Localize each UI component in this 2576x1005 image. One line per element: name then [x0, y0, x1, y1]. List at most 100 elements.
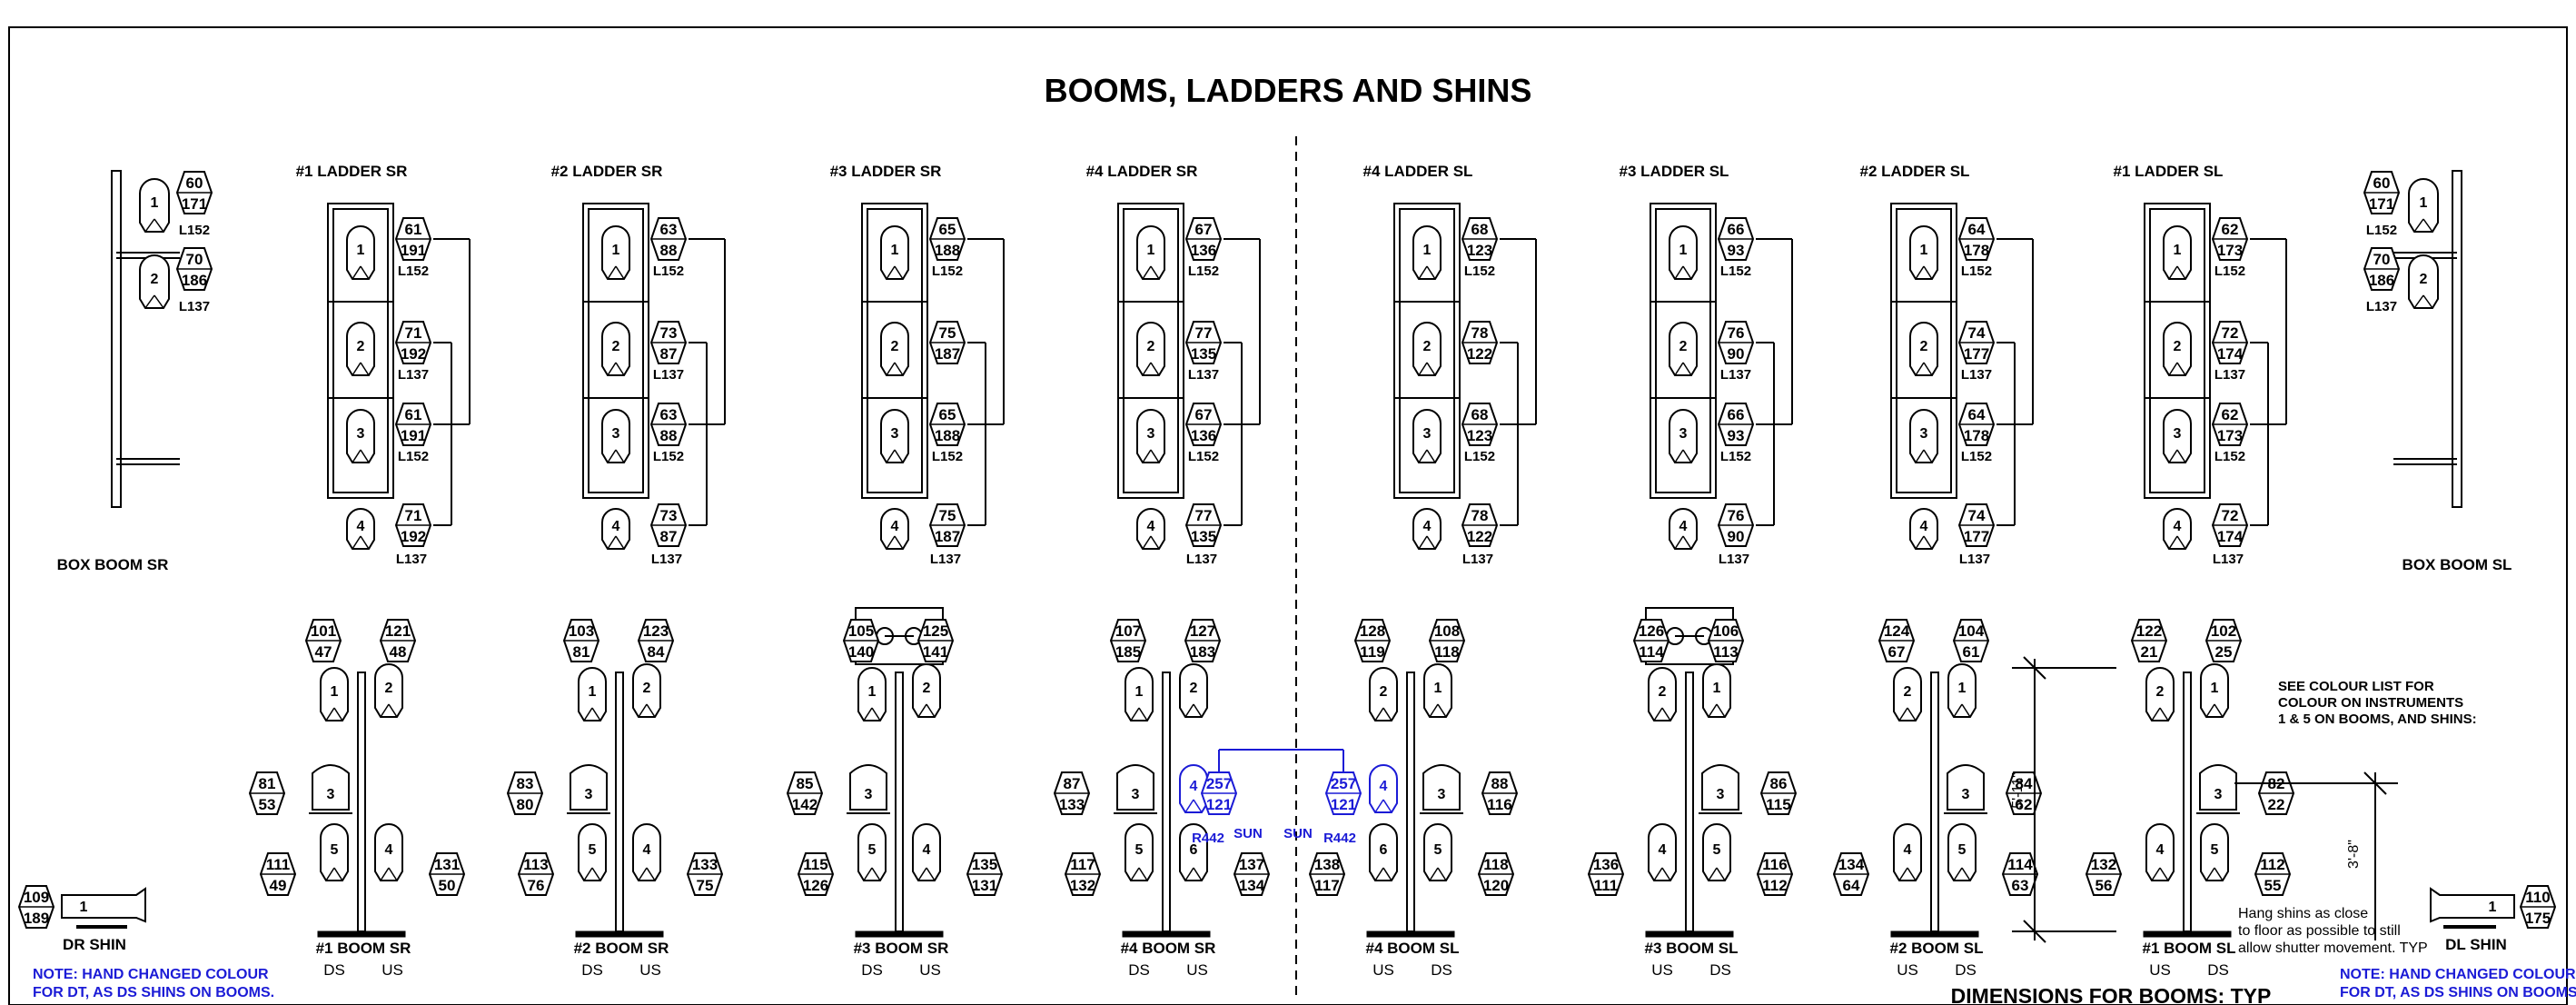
boom-base [1890, 930, 1979, 938]
instrument-lens-line [1193, 799, 1203, 813]
channel-number: 83 [517, 775, 534, 792]
unit-number: 4 [2174, 519, 2182, 534]
gel-label: L137 [398, 367, 429, 383]
special-note: SUN [1283, 826, 1313, 841]
instrument-body [2200, 663, 2229, 718]
channel-number: 131 [434, 856, 460, 873]
dimmer-number: 175 [2525, 910, 2551, 927]
instrument-body [374, 823, 403, 881]
instrument-body [570, 764, 608, 811]
boom-base [2143, 930, 2232, 938]
instrument: 1 [1412, 225, 1442, 280]
instrument-body [601, 508, 630, 550]
instrument-lens-line [1437, 867, 1447, 881]
unit-number: 2 [2156, 684, 2165, 700]
instrument: 2 [139, 254, 170, 309]
unit-number: 4 [357, 519, 365, 534]
gel-label: L152 [2366, 223, 2397, 238]
note-hand-changed: FOR DT, AS DS SHINS ON BOOMS. [33, 985, 274, 1000]
channel-number: 65 [939, 406, 956, 423]
special-gel: R442 [1323, 831, 1356, 846]
unit-number: 5 [2211, 842, 2219, 858]
channel-number: 121 [385, 622, 411, 640]
unit-number: 4 [2156, 842, 2165, 858]
unit-number: 5 [1958, 842, 1967, 858]
dimmer-number: 111 [1594, 877, 1619, 894]
instrument-body [1136, 225, 1165, 280]
instrument-body [139, 178, 170, 233]
ladder-frame-inner [1896, 208, 1952, 493]
gel-label: L152 [1720, 264, 1751, 279]
box-boom-pipe [2452, 170, 2462, 508]
instrument-body [1669, 409, 1698, 463]
instrument-lens-line [1682, 535, 1692, 550]
instrument-body [2200, 823, 2229, 881]
instrument-lens-line [1915, 535, 1925, 550]
instrument: 3 [2163, 409, 2192, 463]
instrument-lens-line [1923, 265, 1933, 280]
ladder-frame [1393, 203, 1461, 499]
dimmer-number: 142 [792, 796, 817, 813]
instrument-lens-line [1708, 867, 1718, 881]
instrument-body [1909, 409, 1938, 463]
ladder: #1 LADDER SR161191L152271192L137361191L1… [296, 163, 471, 567]
dimmer-number: 188 [935, 242, 960, 259]
instrument-body [1412, 409, 1442, 463]
instrument-lens-line [1418, 535, 1428, 550]
dimmer-number: 112 [1762, 877, 1787, 894]
instrument-body [1179, 663, 1208, 718]
instrument-lens-line [1382, 867, 1392, 881]
channel-number: 64 [1968, 406, 1986, 423]
channel-number: 66 [1728, 221, 1745, 238]
instrument-lens-line [360, 449, 370, 463]
instrument-lens-line [583, 707, 593, 721]
instrument-body [912, 663, 941, 718]
gel-label: L137 [2214, 367, 2245, 383]
ladder-frame-inner [332, 208, 389, 493]
dimmer-number: 173 [2217, 427, 2243, 444]
gel-label: L137 [1719, 552, 1749, 567]
instrument-lens-line [615, 535, 625, 550]
dimmer-number: 188 [935, 427, 960, 444]
instrument-lens-line [1961, 703, 1971, 718]
channel-number: 74 [1968, 507, 1986, 524]
instrument-lens-line [144, 218, 155, 233]
special-instrument: 4 [1369, 764, 1398, 813]
side-label: DS [1955, 961, 1977, 979]
instrument-lens-line [1716, 703, 1726, 718]
instrument-body [2163, 225, 2192, 280]
instrument-lens-line [1923, 449, 1933, 463]
ladder-frame-inner [867, 208, 923, 493]
dimmer-number: 84 [648, 643, 665, 661]
dimmer-number: 64 [1843, 877, 1860, 894]
channel-number: 128 [1360, 622, 1385, 640]
instrument-body [1701, 764, 1739, 811]
side-label: DS [1128, 961, 1150, 979]
channel-number: 101 [311, 622, 336, 640]
unit-number: 4 [923, 842, 931, 858]
instrument-lens-line [2413, 294, 2424, 309]
ladder-frame-inner [588, 208, 644, 493]
channel-number: 66 [1728, 406, 1745, 423]
instrument-body [880, 225, 909, 280]
channel-number: 116 [1762, 856, 1787, 873]
instrument: 3 [847, 764, 890, 814]
instrument: 4 [2145, 823, 2175, 881]
boom-title: #1 BOOM SL [2143, 940, 2236, 957]
instrument-lens-line [1193, 867, 1203, 881]
dimmer-number: 122 [1467, 528, 1492, 545]
ladder: #1 LADDER SL162173L152272174L137362173L1… [2114, 163, 2287, 567]
instrument-body [2408, 254, 2439, 309]
instrument-lens-line [2168, 362, 2178, 376]
instrument: 5 [857, 823, 887, 881]
